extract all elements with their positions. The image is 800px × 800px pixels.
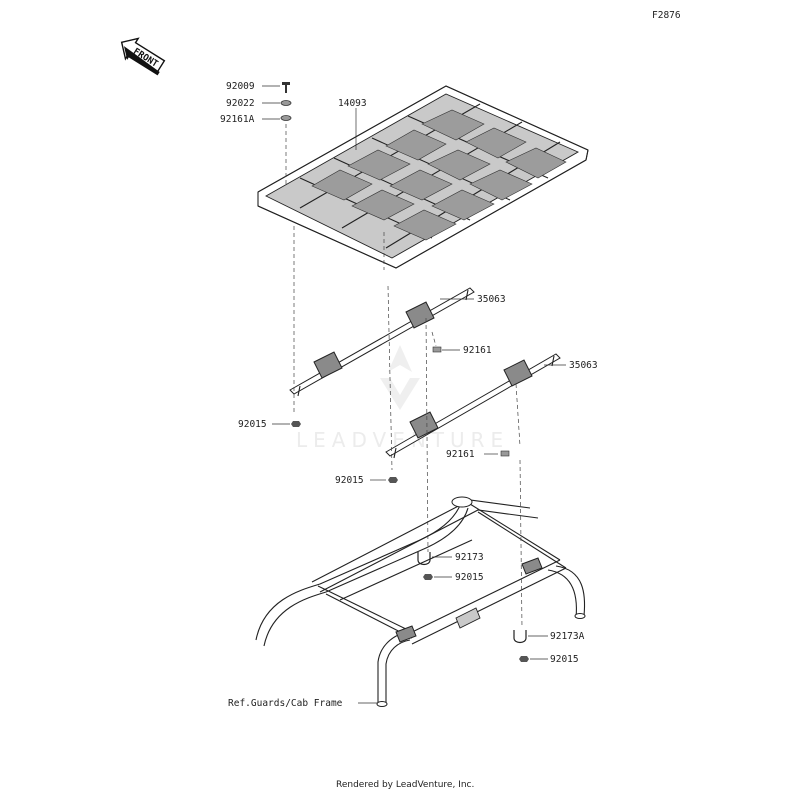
callout-14093: 14093 [338,98,367,109]
washer-92161-upper [432,346,442,353]
footer-credit: Rendered by LeadVenture, Inc. [336,780,474,790]
callout-92015-frame-right: 92015 [550,654,579,665]
bolt-92009 [282,82,290,93]
clamp-92173 [417,552,431,566]
roof-panel [257,85,589,269]
callout-35063-lower: 35063 [569,360,598,371]
watermark-logo-icon [380,345,420,410]
washer-92161-lower [500,450,510,457]
callout-92015-frame-mid: 92015 [455,572,484,583]
callout-92161A: 92161A [220,114,255,125]
callout-35063-upper: 35063 [477,294,506,305]
callout-92161-upper: 92161 [463,345,492,356]
roof-bracket-lower [385,353,561,459]
nut-92015-frame-right [519,656,529,662]
callout-92161-lower: 92161 [446,449,475,460]
nut-92015-left [291,421,301,427]
figure-code: F2876 [652,10,681,21]
callout-92173A: 92173A [550,631,585,642]
callout-92022: 92022 [226,98,255,109]
front-arrow-icon: FRONT [120,37,166,76]
nut-92015-frame-mid [423,574,433,580]
callout-ref-cab-frame: Ref.Guards/Cab Frame [228,698,343,709]
cab-frame [255,496,586,707]
callout-92015-center: 92015 [335,475,364,486]
washer-92022 [280,100,292,106]
washer-92161A [280,115,292,121]
callout-92009: 92009 [226,81,255,92]
callout-92173: 92173 [455,552,484,563]
callout-92015-left: 92015 [238,419,267,430]
nut-92015-center [388,477,398,483]
roof-bracket-upper [289,287,475,397]
alignment-lines [285,124,523,629]
clamp-92173A [513,630,527,644]
leader-lines [262,85,566,704]
